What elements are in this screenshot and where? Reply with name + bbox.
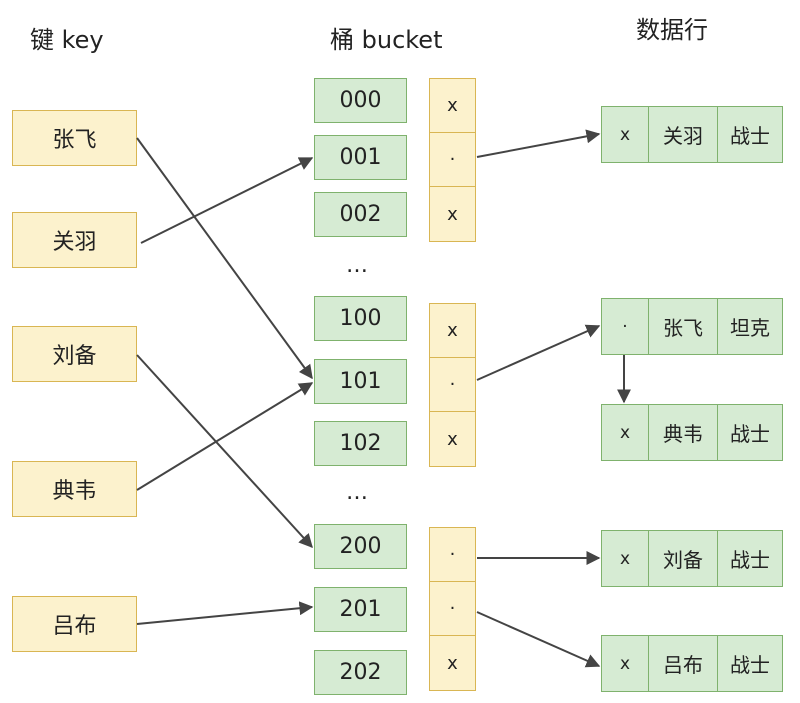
bucket-box: 200 xyxy=(314,524,407,569)
ellipsis: … xyxy=(346,480,369,505)
data-row: x 关羽 战士 xyxy=(601,106,783,163)
row-name-cell: 关羽 xyxy=(649,107,718,162)
arrow-001-to-guanyu-row xyxy=(476,129,601,158)
bucket-box: 102 xyxy=(314,421,407,466)
data-row: x 刘备 战士 xyxy=(601,530,783,587)
key-box: 典韦 xyxy=(12,461,137,517)
pointer-group: · · x xyxy=(429,527,476,691)
key-box: 张飞 xyxy=(12,110,137,166)
arrow-201-to-lubu-row xyxy=(476,611,601,668)
arrow-lubu-to-201 xyxy=(136,601,314,625)
bucket-box: 100 xyxy=(314,296,407,341)
pointer-cell: x xyxy=(430,79,475,133)
pointer-cell: x xyxy=(430,304,475,358)
row-role-cell: 战士 xyxy=(730,653,770,677)
arrow-zhangfei-to-101 xyxy=(136,137,313,380)
row-role-cell: 战士 xyxy=(730,548,770,572)
arrow-guanyu-to-001 xyxy=(140,157,314,244)
pointer-cell: · xyxy=(430,528,475,582)
bucket-box: 000 xyxy=(314,78,407,123)
data-row: x 典韦 战士 xyxy=(601,404,783,461)
pointer-group: x · x xyxy=(429,303,476,467)
bucket-box: 001 xyxy=(314,135,407,180)
pointer-cell: x xyxy=(447,203,458,225)
row-name-cell: 典韦 xyxy=(649,405,718,460)
bucket-box: 101 xyxy=(314,359,407,404)
pointer-group: x · x xyxy=(429,78,476,242)
bucket-box: 002 xyxy=(314,192,407,237)
data-row: · 张飞 坦克 xyxy=(601,298,783,355)
arrow-dianwei-to-101 xyxy=(136,382,314,491)
key-box: 吕布 xyxy=(12,596,137,652)
header-key: 键 key xyxy=(30,26,104,54)
header-bucket: 桶 bucket xyxy=(330,26,443,54)
row-role-cell: 战士 xyxy=(730,422,770,446)
row-pointer-cell: x xyxy=(602,636,649,691)
bucket-box: 201 xyxy=(314,587,407,632)
row-role-cell: 坦克 xyxy=(730,316,770,340)
key-box: 关羽 xyxy=(12,212,137,268)
key-box: 刘备 xyxy=(12,326,137,382)
pointer-cell: · xyxy=(430,358,475,412)
row-pointer-cell: x xyxy=(602,107,649,162)
pointer-cell: x xyxy=(447,428,458,450)
pointer-cell: x xyxy=(447,652,458,674)
row-name-cell: 吕布 xyxy=(649,636,718,691)
pointer-cell: · xyxy=(430,582,475,636)
arrow-liubei-to-200 xyxy=(136,354,313,549)
arrow-101-to-zhangfei-row xyxy=(476,324,601,381)
row-role-cell: 战士 xyxy=(730,124,770,148)
bucket-box: 202 xyxy=(314,650,407,695)
row-pointer-cell: x xyxy=(602,405,649,460)
pointer-cell: · xyxy=(430,133,475,187)
row-name-cell: 张飞 xyxy=(649,299,718,354)
data-row: x 吕布 战士 xyxy=(601,635,783,692)
header-data-rows: 数据行 xyxy=(636,16,708,44)
ellipsis: … xyxy=(346,253,369,278)
row-pointer-cell: · xyxy=(602,299,649,354)
row-name-cell: 刘备 xyxy=(649,531,718,586)
row-pointer-cell: x xyxy=(602,531,649,586)
